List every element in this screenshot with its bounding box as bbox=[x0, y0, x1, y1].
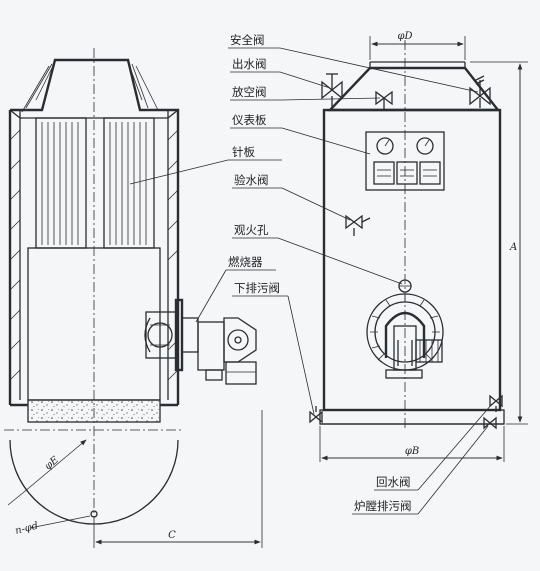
label-safety-valve: 安全阀 bbox=[230, 33, 265, 47]
dim-top-diameter: φD bbox=[397, 31, 412, 42]
burner-side bbox=[144, 298, 257, 385]
label-outlet-valve: 出水阀 bbox=[232, 57, 267, 71]
needle-plate-fins bbox=[35, 117, 155, 249]
label-instrument-panel: 仪表板 bbox=[232, 113, 267, 127]
leader-lines bbox=[129, 47, 493, 515]
label-furnace-blowdown-valve: 炉膛排污阀 bbox=[354, 499, 412, 513]
label-burner: 燃烧器 bbox=[228, 255, 263, 269]
section-view bbox=[4, 48, 263, 548]
return-valve-symbol bbox=[483, 394, 503, 430]
label-vent-valve: 放空阀 bbox=[232, 85, 267, 99]
vent-valve-symbol bbox=[375, 90, 393, 110]
label-lower-blowdown-valve: 下排污阀 bbox=[234, 281, 280, 295]
front-view bbox=[309, 36, 528, 462]
labels: 安全阀 出水阀 放空阀 仪表板 针板 验水阀 观火孔 燃烧器 下排污阀 回水阀 … bbox=[228, 33, 412, 513]
dim-offset: C bbox=[168, 530, 176, 541]
label-return-valve: 回水阀 bbox=[376, 475, 411, 489]
dim-bolt-holes: n-φd bbox=[14, 521, 39, 537]
label-needle-plate: 针板 bbox=[232, 145, 255, 159]
cone-insulation bbox=[21, 61, 159, 113]
dim-base-diameter: φB bbox=[405, 446, 419, 457]
label-water-test-valve: 验水阀 bbox=[234, 173, 269, 187]
lower-blowdown-valve-symbol bbox=[309, 406, 323, 424]
burner-front bbox=[366, 293, 444, 379]
wall-hatch bbox=[9, 129, 179, 381]
outlet-valve-symbol bbox=[321, 73, 343, 108]
water-test-valve-symbol bbox=[345, 214, 371, 236]
dim-bolt-circle: φE bbox=[43, 454, 62, 472]
instrument-panel-symbol bbox=[365, 131, 445, 191]
label-sight-hole: 观火孔 bbox=[234, 223, 269, 237]
safety-valve-symbol bbox=[469, 75, 491, 108]
dim-height: A bbox=[509, 242, 517, 253]
